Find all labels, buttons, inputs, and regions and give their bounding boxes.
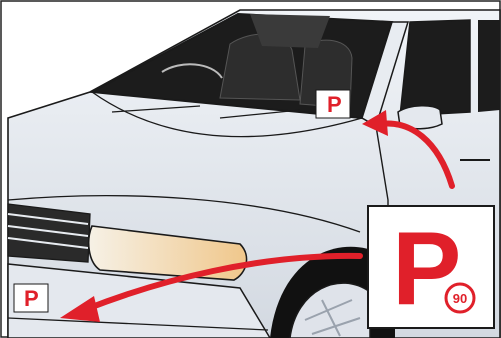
bumper-plate-letter: P bbox=[24, 286, 39, 311]
bumper-p-plate: P bbox=[14, 284, 48, 312]
windscreen-p-plate: P bbox=[316, 90, 350, 118]
side-window-rear bbox=[478, 20, 500, 112]
inset-plate-number: 90 bbox=[453, 291, 467, 306]
windscreen-plate-letter: P bbox=[327, 92, 342, 117]
rear-window bbox=[250, 14, 330, 48]
side-window bbox=[400, 20, 470, 116]
grille bbox=[8, 204, 90, 262]
inset-p-plate: P 90 bbox=[368, 206, 494, 328]
